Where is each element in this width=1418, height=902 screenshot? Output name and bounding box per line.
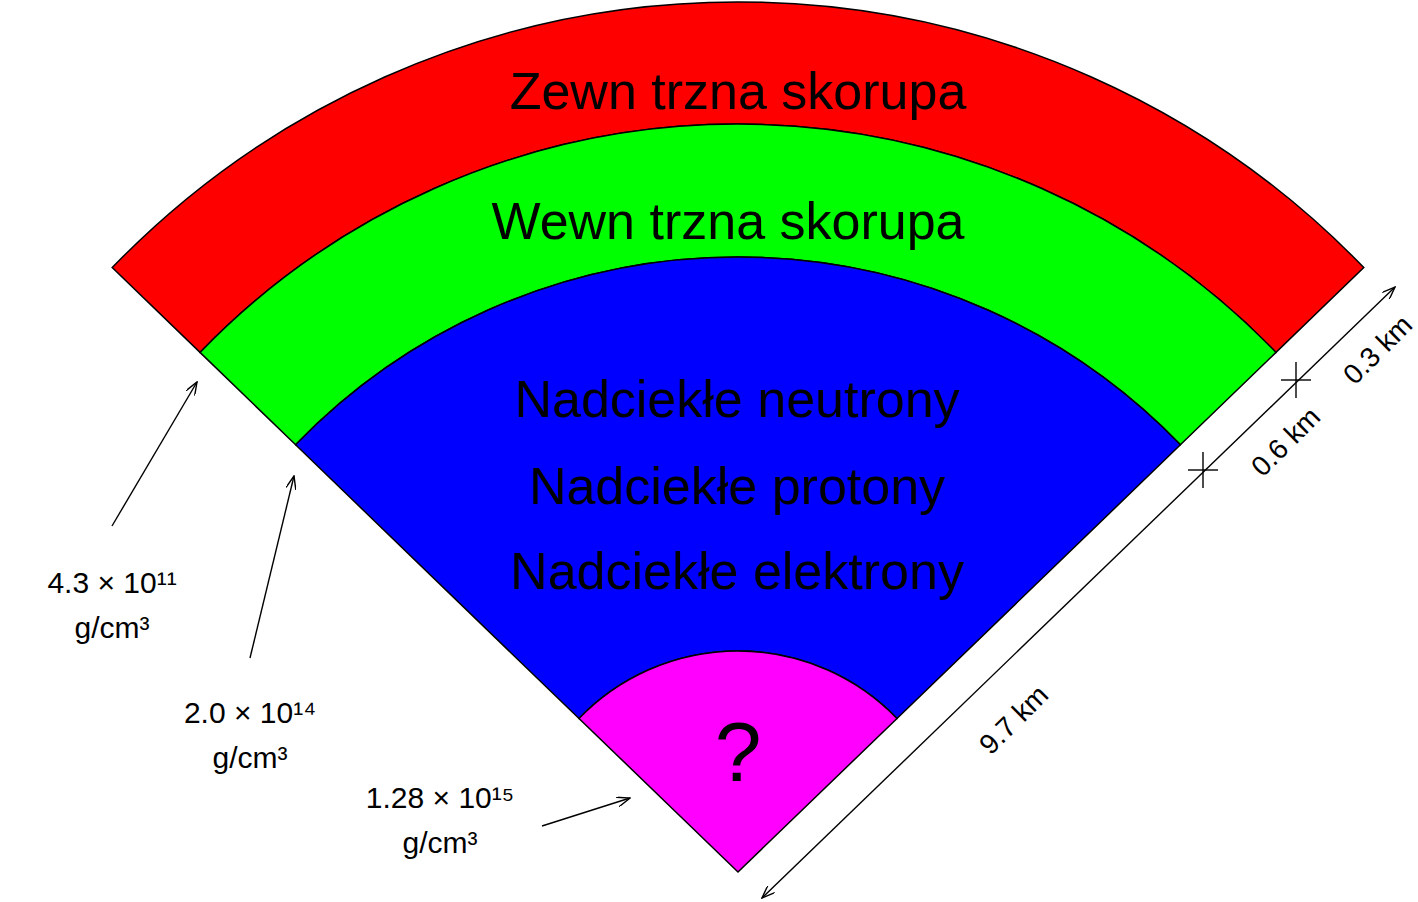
density-label: 1.28 × 10¹⁵ g/cm³ bbox=[343, 775, 538, 865]
leader-arrow bbox=[112, 382, 197, 526]
dimension-label: 9.7 km bbox=[969, 675, 1058, 764]
layer-label: ? bbox=[715, 704, 762, 801]
leader-arrow bbox=[250, 476, 294, 658]
dimension-label: 0.3 km bbox=[1333, 305, 1418, 394]
density-label: 4.3 × 10¹¹ g/cm³ bbox=[25, 560, 200, 650]
leader-arrow bbox=[542, 798, 630, 826]
layer-label: Wewn trzna skorupa bbox=[491, 192, 964, 252]
density-label: 2.0 × 10¹⁴ g/cm³ bbox=[163, 690, 338, 780]
unknown-inner-core: ? bbox=[577, 649, 899, 875]
dimension-label: 0.6 km bbox=[1241, 397, 1330, 486]
layer-label: Nadciekłe neutrony bbox=[514, 370, 959, 430]
layer-label: Nadciekłe elektrony bbox=[510, 542, 964, 602]
layer-label: Zewn trzna skorupa bbox=[510, 62, 967, 122]
layer-label: Nadciekłe protony bbox=[529, 457, 945, 517]
